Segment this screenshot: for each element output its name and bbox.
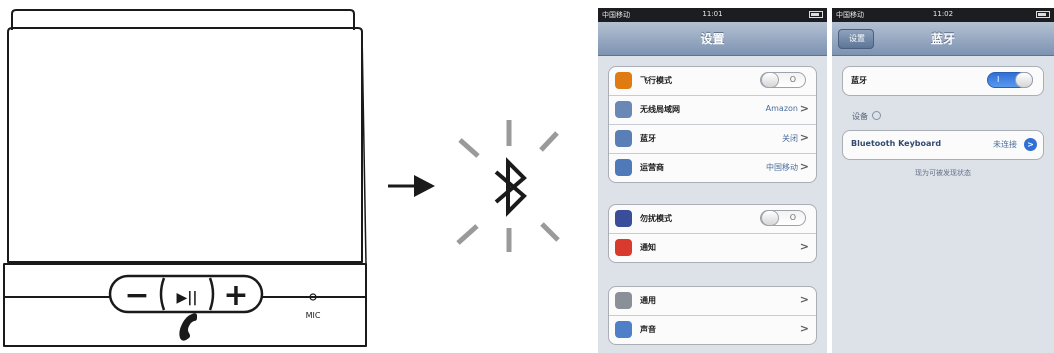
control-pill <box>108 274 264 314</box>
minus-button[interactable]: − <box>124 278 149 313</box>
control-buttons <box>108 274 264 314</box>
status-bar: 中国移动 11:01 <box>598 8 827 22</box>
toggle-knob <box>761 72 779 88</box>
carrier-label: 中国移动 <box>836 11 864 19</box>
device-row-bluetooth-keyboard[interactable]: Bluetooth Keyboard 未连接 > <box>843 131 1043 159</box>
phone-handset-icon <box>179 313 197 341</box>
nav-bar: 设置 蓝牙 <box>832 22 1054 56</box>
dnd-toggle[interactable]: O <box>760 210 806 226</box>
settings-row-airplane[interactable]: 飞行模式 O <box>609 67 816 95</box>
row-value: Amazon <box>765 104 798 113</box>
settings-row-carrier[interactable]: 运营商 中国移动 > <box>609 153 816 182</box>
arrow-right-icon <box>388 175 435 197</box>
settings-group-1: 飞行模式 O 无线局域网 Amazon > 蓝牙 关闭 > 运营商 中国移动 > <box>608 66 817 183</box>
row-label: 勿扰模式 <box>640 214 672 223</box>
page-title: 设置 <box>700 32 725 46</box>
bluetooth-screen: 中国移动 11:02 设置 蓝牙 蓝牙 I 设备 Bluetooth Keybo… <box>832 8 1054 353</box>
chevron-right-icon: > <box>799 322 809 335</box>
toggle-text: O <box>789 213 796 222</box>
settings-row-do-not-disturb[interactable]: 勿扰模式 O <box>609 205 816 233</box>
toggle-text: I <box>997 75 1000 84</box>
speaker-base <box>3 263 367 347</box>
bluetooth-row: 蓝牙 I <box>843 67 1043 95</box>
row-label: 蓝牙 <box>851 76 867 85</box>
settings-row-notifications[interactable]: 通知 > <box>609 233 816 262</box>
chevron-right-icon: > <box>799 102 809 115</box>
devices-group: Bluetooth Keyboard 未连接 > <box>842 130 1044 160</box>
settings-row-general[interactable]: 通用 > <box>609 287 816 315</box>
row-value: 关闭 <box>782 134 798 143</box>
settings-row-wifi[interactable]: 无线局域网 Amazon > <box>609 95 816 124</box>
page-title: 蓝牙 <box>930 32 955 46</box>
bluetooth-toggle-group: 蓝牙 I <box>842 66 1044 96</box>
speaker-top-cap <box>11 9 355 30</box>
row-label: 飞行模式 <box>640 76 672 85</box>
settings-row-bluetooth[interactable]: 蓝牙 关闭 > <box>609 124 816 153</box>
moon-icon <box>615 210 632 227</box>
plus-button[interactable]: + <box>223 278 248 313</box>
nav-bar: 设置 <box>598 22 827 56</box>
row-label: 无线局域网 <box>640 105 680 114</box>
row-label: 运营商 <box>640 163 664 172</box>
carrier-label: 中国移动 <box>602 11 630 19</box>
device-status: 未连接 <box>993 140 1017 149</box>
discoverable-hint: 现为可被发现状态 <box>915 169 971 177</box>
settings-screen: 中国移动 11:01 设置 飞行模式 O 无线局域网 Amazon > 蓝牙 关… <box>598 8 827 353</box>
status-bar: 中国移动 11:02 <box>832 8 1054 22</box>
battery-icon <box>809 11 823 18</box>
clock: 11:02 <box>932 10 954 18</box>
chevron-right-icon: > <box>799 240 809 253</box>
speaker-sound-icon <box>615 321 632 338</box>
bluetooth-settings-icon <box>615 130 632 147</box>
clock: 11:01 <box>702 10 723 18</box>
toggle-knob <box>1015 72 1033 88</box>
loading-spinner-icon <box>872 111 881 120</box>
row-label: 通用 <box>640 296 656 305</box>
toggle-text: O <box>789 75 796 84</box>
mic-label: MIC <box>306 311 321 320</box>
settings-row-sounds[interactable]: 声音 > <box>609 315 816 344</box>
row-value: 中国移动 <box>766 163 798 172</box>
devices-section-header: 设备 <box>852 111 881 122</box>
notification-icon <box>615 239 632 256</box>
settings-group-3: 通用 > 声音 > <box>608 286 817 345</box>
row-label: 蓝牙 <box>640 134 656 143</box>
chevron-right-icon: > <box>799 293 809 306</box>
bluetooth-flash-rays <box>456 120 560 252</box>
airplane-toggle[interactable]: O <box>760 72 806 88</box>
row-label: 通知 <box>640 243 656 252</box>
battery-icon <box>1036 11 1050 18</box>
speaker-front-panel <box>7 27 363 263</box>
devices-label: 设备 <box>852 112 868 121</box>
bluetooth-toggle[interactable]: I <box>987 72 1033 88</box>
gear-icon <box>615 292 632 309</box>
chevron-right-icon: > <box>799 160 809 173</box>
info-icon[interactable]: > <box>1024 138 1037 151</box>
settings-group-2: 勿扰模式 O 通知 > <box>608 204 817 263</box>
bluetooth-icon <box>494 157 527 217</box>
play-pause-button[interactable]: ▶|| <box>177 290 198 306</box>
device-name: Bluetooth Keyboard <box>851 139 942 148</box>
speaker-diagram: − ▶|| + MIC <box>3 9 560 347</box>
toggle-knob <box>761 210 779 226</box>
wifi-icon <box>615 101 632 118</box>
row-label: 声音 <box>640 325 656 334</box>
carrier-icon <box>615 159 632 176</box>
chevron-right-icon: > <box>799 131 809 144</box>
mic-hole <box>309 293 317 301</box>
airplane-icon <box>615 72 632 89</box>
back-button[interactable]: 设置 <box>838 29 874 49</box>
